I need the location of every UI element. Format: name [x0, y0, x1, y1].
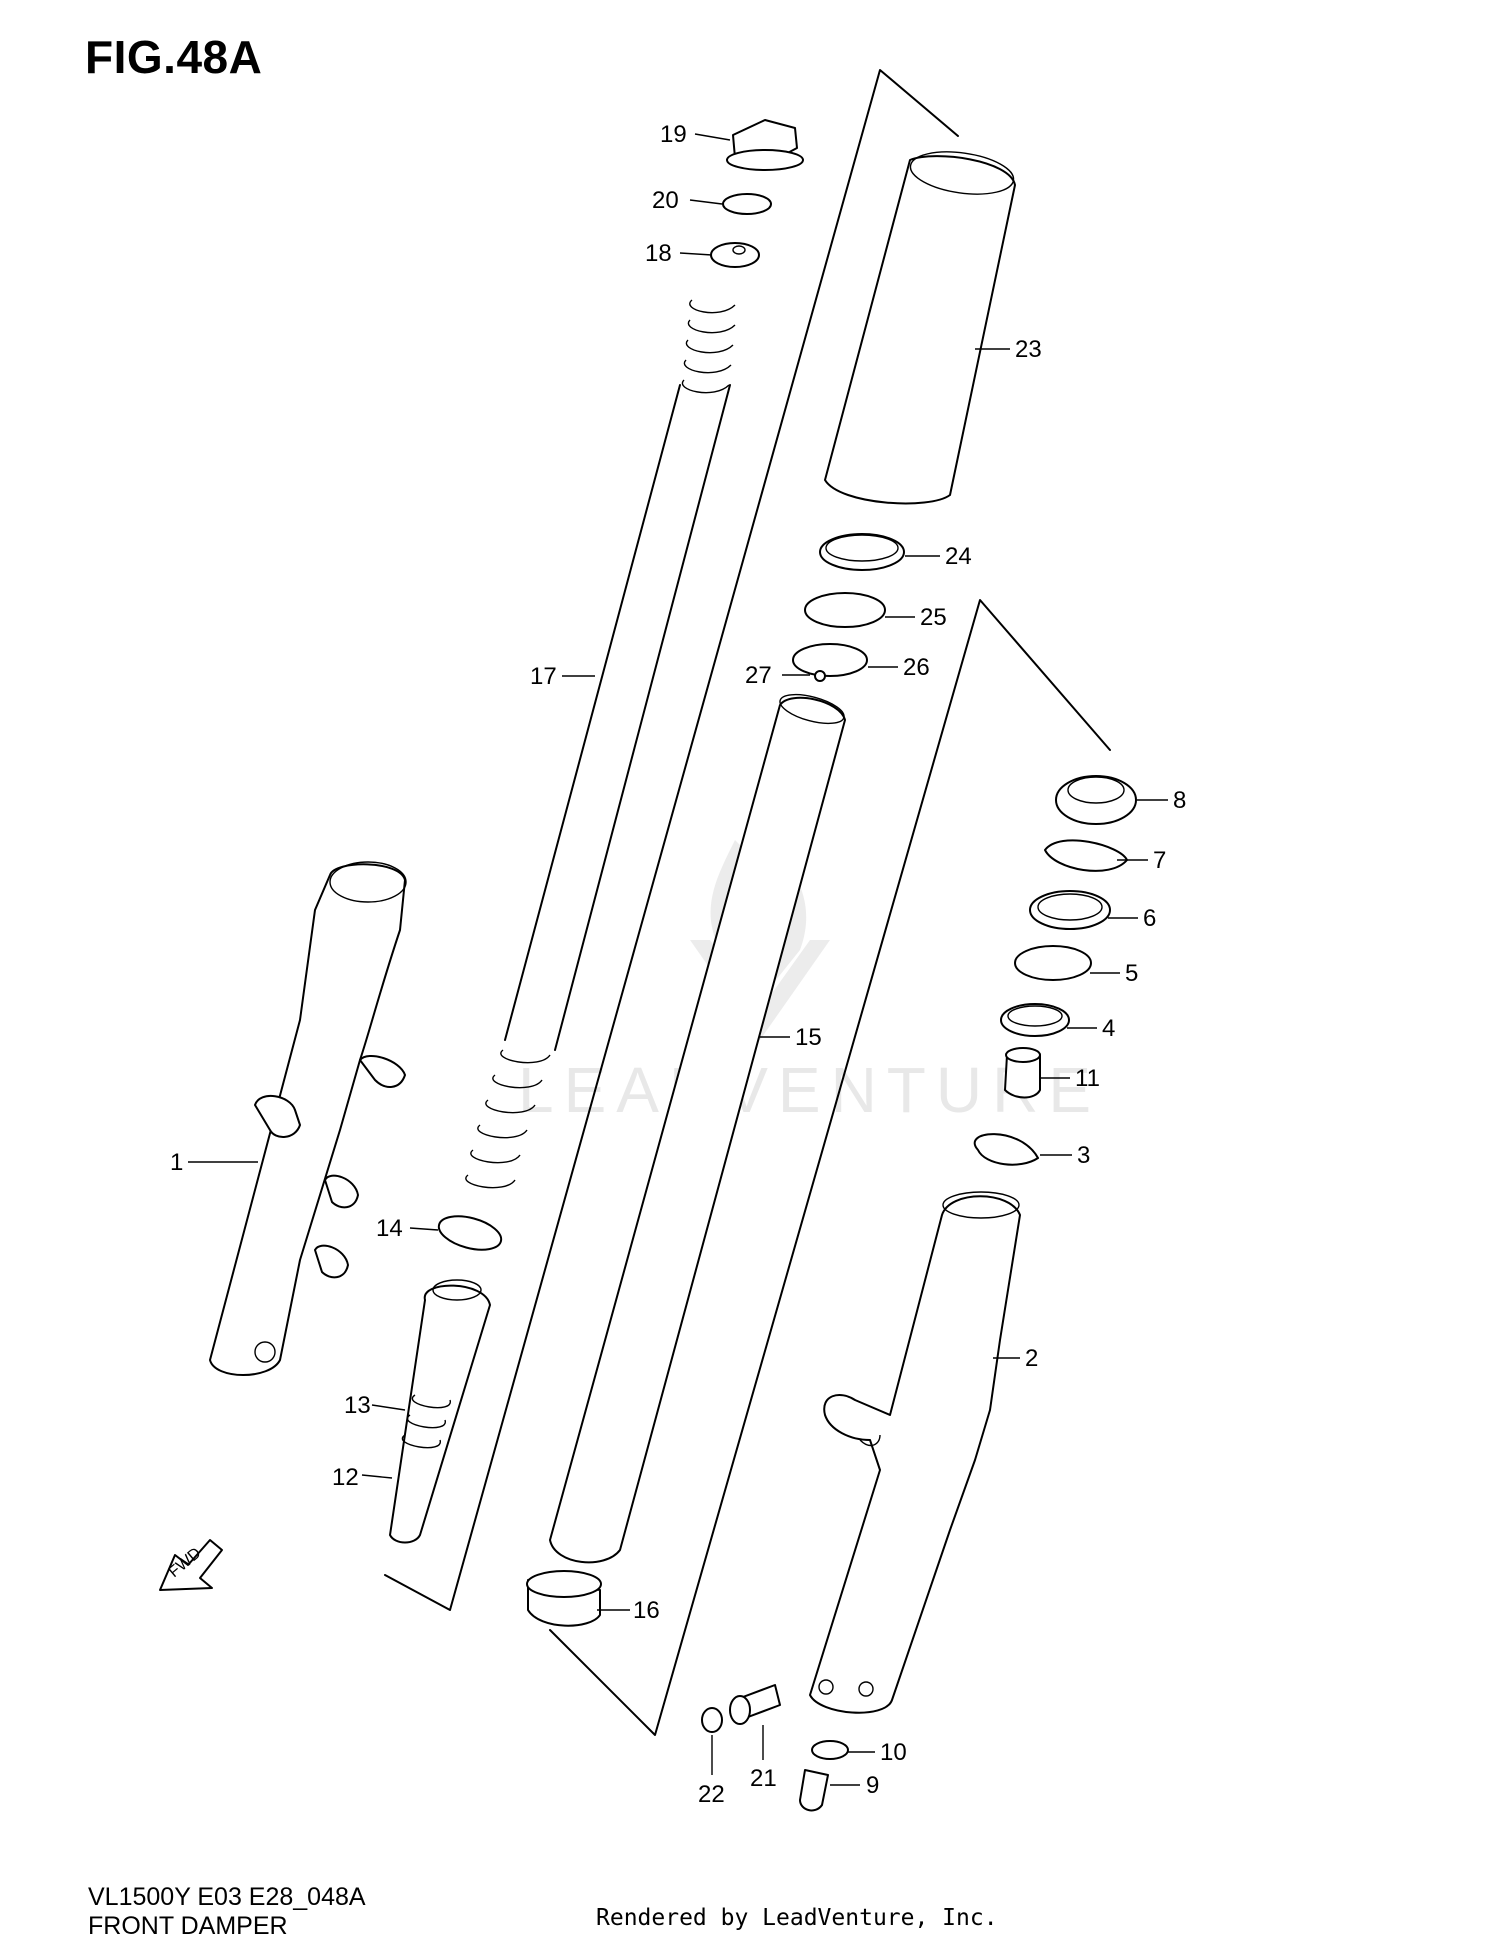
part-5-washer: [1014, 945, 1092, 981]
callout-15: 15: [795, 1024, 822, 1051]
callout-8: 8: [1173, 787, 1186, 814]
part-13-rebound-spring: [401, 1394, 451, 1449]
callout-24: 24: [945, 543, 972, 570]
callout-5: 5: [1125, 960, 1138, 987]
part-19-cap-bolt: [726, 119, 804, 171]
part-22-cap: [701, 1707, 723, 1733]
diagram-name: FRONT DAMPER: [88, 1912, 288, 1940]
part-3-circlip: [973, 1133, 1039, 1166]
fwd-direction-arrow: FWD: [159, 1539, 223, 1591]
callout-14: 14: [376, 1215, 403, 1242]
part-6-oil-seal: [1029, 890, 1111, 930]
part-10-gasket: [811, 1740, 849, 1760]
callout-13: 13: [344, 1392, 371, 1419]
part-25-washer: [804, 592, 886, 628]
part-4-guide-bushing: [1000, 1003, 1070, 1037]
part-7-stopper-ring: [1044, 839, 1128, 872]
callout-12: 12: [332, 1464, 359, 1491]
callout-4: 4: [1102, 1015, 1115, 1042]
part-21-bolt: [729, 1684, 781, 1725]
callout-1: 1: [170, 1149, 183, 1176]
render-credit: Rendered by LeadVenture, Inc.: [596, 1905, 998, 1931]
part-23-outer-tube: [824, 151, 1016, 505]
part-9-drain-bolt: [799, 1769, 829, 1812]
model-code: VL1500Y E03 E28_048A: [88, 1883, 366, 1911]
part-12-damper-rod: [389, 1279, 491, 1544]
callout-26: 26: [903, 654, 930, 681]
callout-leaders: [188, 133, 1168, 1786]
part-callouts: 19 20 18 23 24 25 26 27 17 8 7 6 5 4 11 …: [170, 121, 1186, 1808]
part-16-bushing: [526, 1570, 602, 1627]
assembly-boundary-upper: [384, 69, 959, 1611]
callout-7: 7: [1153, 847, 1166, 874]
assembly-boundary-lower: [549, 599, 1111, 1736]
callout-23: 23: [1015, 336, 1042, 363]
part-27-pin: [814, 670, 826, 682]
figure-title: FIG.48A: [85, 31, 263, 83]
part-2-fork-leg-right: [809, 1191, 1021, 1714]
callout-19: 19: [660, 121, 687, 148]
callout-25: 25: [920, 604, 947, 631]
callout-6: 6: [1143, 905, 1156, 932]
callout-10: 10: [880, 1739, 907, 1766]
watermark-text: LEADVENTURE: [518, 1054, 1101, 1126]
callout-3: 3: [1077, 1142, 1090, 1169]
callout-22: 22: [698, 1781, 725, 1808]
part-8-dust-seal: [1055, 775, 1137, 825]
callout-17: 17: [530, 663, 557, 690]
part-17-fork-spring: [465, 299, 736, 1189]
part-18-spacer: [710, 242, 760, 268]
callout-18: 18: [645, 240, 672, 267]
part-24-bushing: [819, 533, 905, 571]
callout-11: 11: [1075, 1065, 1100, 1092]
callout-16: 16: [633, 1597, 660, 1624]
part-11-oil-lock-piece: [1004, 1047, 1041, 1099]
part-14-ring: [437, 1215, 503, 1251]
callout-20: 20: [652, 187, 679, 214]
part-20-o-ring: [722, 193, 772, 215]
callout-9: 9: [866, 1772, 879, 1799]
callout-2: 2: [1025, 1345, 1038, 1372]
callout-27: 27: [745, 662, 772, 689]
part-1-fork-leg-left: [209, 861, 407, 1376]
part-26-ring: [792, 643, 868, 677]
callout-21: 21: [750, 1765, 777, 1792]
part-15-inner-tube: [549, 693, 846, 1564]
